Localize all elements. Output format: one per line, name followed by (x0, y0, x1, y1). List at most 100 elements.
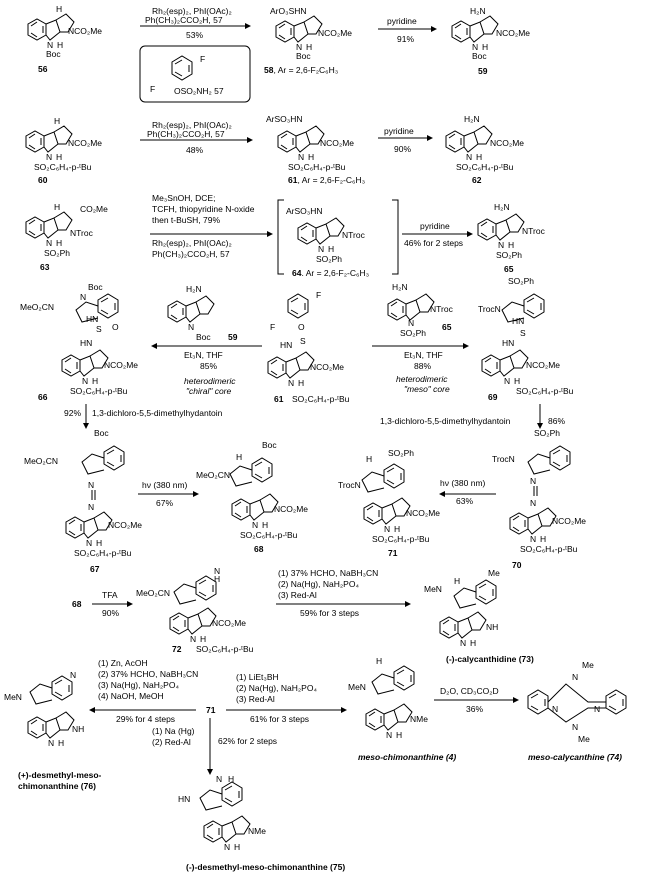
reagent-text: 1,3-dichloro-5,5-dimethylhydantoin (380, 416, 511, 426)
meo2cn-label: MeO₂CN (20, 302, 54, 312)
h-label: H (56, 238, 62, 248)
meo2cn-label: MeO₂CN (136, 588, 170, 598)
men-label: MeN (424, 584, 442, 594)
oxygen-label: O (298, 322, 305, 332)
h-label: H (396, 730, 402, 740)
reagent-text: (4) NaOH, MeOH (98, 691, 164, 701)
compound-69: SO₂Ph TrocN HN S HN NCO₂Me N H SO₂C₆H₄-p… (478, 276, 574, 402)
yield-text: 86% (548, 416, 565, 426)
h-label: H (54, 116, 60, 126)
n-label: N (552, 704, 558, 714)
troc-n-label: TrocN (478, 304, 501, 314)
yield-text: 85% (200, 361, 217, 371)
compound-59: H₂N NCO₂Me N H Boc 59 (451, 6, 530, 76)
reagent-57-box: F F OSO₂NH₂ 57 (139, 45, 251, 103)
h-label: H (328, 244, 334, 254)
nco2me-label: NCO₂Me (310, 362, 344, 372)
h-label: H (56, 152, 62, 162)
men-label: MeN (348, 682, 366, 692)
h-label: H (376, 656, 382, 666)
n-label: N (216, 774, 222, 784)
compound-60: H NCO₂Me N H SO₂C₆H₄-p-ᵗBu 60 (25, 116, 102, 185)
compound-75: N H HN NMe N H (-)-desmethyl-meso-chimon… (178, 774, 345, 872)
compound-label: meso-calycanthine (74) (528, 752, 622, 762)
aryl-definition: , Ar = 2,6-F₂-C₆H₃ (297, 175, 365, 185)
n-label: N (88, 502, 94, 512)
aryl-definition: . Ar = 2,6-F₂-C₆H₃ (301, 268, 369, 278)
n-label: N (224, 842, 230, 852)
sulfur-label: S (300, 336, 306, 346)
meo2cn-label: MeO₂CN (24, 456, 58, 466)
sulfonyl-label: SO₂Ph (388, 448, 414, 458)
me-label: Me (488, 568, 500, 578)
reagent-text: Ph(CH₃)₂CCO₂H, 57 (145, 15, 223, 25)
compound-70: SO₂Ph TrocN N N NCO₂Me N H SO₂C₆H₄-p-ᵗBu… (492, 428, 586, 570)
meo2cn-label: MeO₂CN (196, 470, 230, 480)
aryl-definition: , Ar = 2,6-F₂C₆H₃ (273, 65, 338, 75)
nme-label: NMe (410, 714, 428, 724)
sulfonyl-label: SO₂C₆H₄-p-ᵗBu (288, 162, 346, 172)
compound-label: (+)-desmethyl-meso- (18, 770, 102, 780)
reagent-text: (1) LiEt₃BH (236, 672, 279, 682)
n-label: N (48, 738, 54, 748)
reagent-text: Ph(CH₃)₂CCO₂H, 57 (147, 129, 225, 139)
yield-text: 62% for 2 steps (218, 736, 277, 746)
compound-label: 66 (38, 392, 48, 402)
compound-68: Boc MeO₂CN H NCO₂Me N H SO₂C₆H₄-p-ᵗBu 68 (196, 440, 308, 554)
n-label: N (190, 634, 196, 644)
yield-text: 61% for 3 steps (250, 714, 309, 724)
h-label: H (234, 842, 240, 852)
compound-label: 64 (292, 268, 302, 278)
compound-label: 65 (504, 264, 514, 274)
sulfonyl-label: SO₂C₆H₄-p-ᵗBu (74, 548, 132, 558)
sulfonyl-label: SO₂C₆H₄-p-ᵗBu (520, 544, 578, 554)
compound-61-row2: ArSO₃HN NCO₂Me N H SO₂C₆H₄-p-ᵗBu 61, Ar … (266, 114, 365, 185)
h-label: H (58, 738, 64, 748)
fluoro-label: F (316, 290, 321, 300)
sulfonyl-label: SO₂Ph (508, 276, 534, 286)
ntroc-label: NTroc (342, 230, 366, 240)
compound-label: 68 (72, 599, 82, 609)
h2n-label: H₂N (392, 282, 408, 292)
reagent-text: Et₃N, THF (184, 350, 223, 360)
n-label: N (472, 42, 478, 52)
compound-76: N MeN NH N H (+)-desmethyl-meso- chimona… (4, 670, 102, 791)
ntroc-label: NTroc (70, 228, 94, 238)
yield-text: 67% (156, 498, 173, 508)
n-label: N (86, 538, 92, 548)
yield-text: 53% (186, 30, 203, 40)
h-label: H (96, 538, 102, 548)
oxygen-label: O (112, 322, 119, 332)
arso3hn-label: ArSO₃HN (266, 114, 303, 124)
reagent-text: (2) Na(Hg), NaH₂PO₄ (236, 683, 317, 693)
n-label: N (386, 730, 392, 740)
reagent-text: pyridine (384, 126, 414, 136)
sulfonyl-label: SO₂C₆H₄-p-ᵗBu (70, 386, 128, 396)
reaction-arrow-5: Me₃SnOH, DCE; TCFH, thiopyridine N-oxide… (150, 193, 273, 259)
reagent-text: TCFH, thiopyridine N-oxide (152, 204, 255, 214)
compound-61-center: F F O S HN NCO₂Me N H 61 SO₂C₆H₄-p-ᵗBu (267, 290, 350, 404)
reagent-text: pyridine (420, 221, 450, 231)
h-label: H (366, 454, 372, 464)
yield-text: 88% (414, 361, 431, 371)
n-label: N (318, 244, 324, 254)
h-label: H (56, 4, 62, 14)
compound-label: 61 (288, 175, 298, 185)
nco2me-label: NCO₂Me (552, 516, 586, 526)
sulfonyl-label: SO₂Ph (316, 254, 342, 264)
me-label: Me (578, 734, 590, 744)
n-label: N (466, 152, 472, 162)
reaction-arrow-3: Rh₂(esp)₂, PhI(OAc)₂ Ph(CH₃)₂CCO₂H, 57 4… (140, 120, 253, 155)
n-label: N (88, 480, 94, 490)
ntroc-label: NTroc (430, 304, 454, 314)
arso3shn-label: ArO₃SHN (270, 6, 307, 16)
reagent-text: (3) Red-Al (236, 694, 275, 704)
reaction-arrow-16: (1) LiEt₃BH (2) Na(Hg), NaH₂PO₄ (3) Red-… (226, 672, 347, 724)
compound-56: H NCO₂Me N H Boc 56 (27, 4, 102, 74)
reagent-text: pyridine (387, 16, 417, 26)
reagent-text: (1) Zn, AcOH (98, 658, 148, 668)
reaction-arrow-14: (1) 37% HCHO, NaBH₃CN (2) Na(Hg), NaH₂PO… (276, 568, 411, 618)
yield-text: 63% (456, 496, 473, 506)
nco2me-label: NCO₂Me (212, 618, 246, 628)
yield-text: 91% (397, 34, 414, 44)
